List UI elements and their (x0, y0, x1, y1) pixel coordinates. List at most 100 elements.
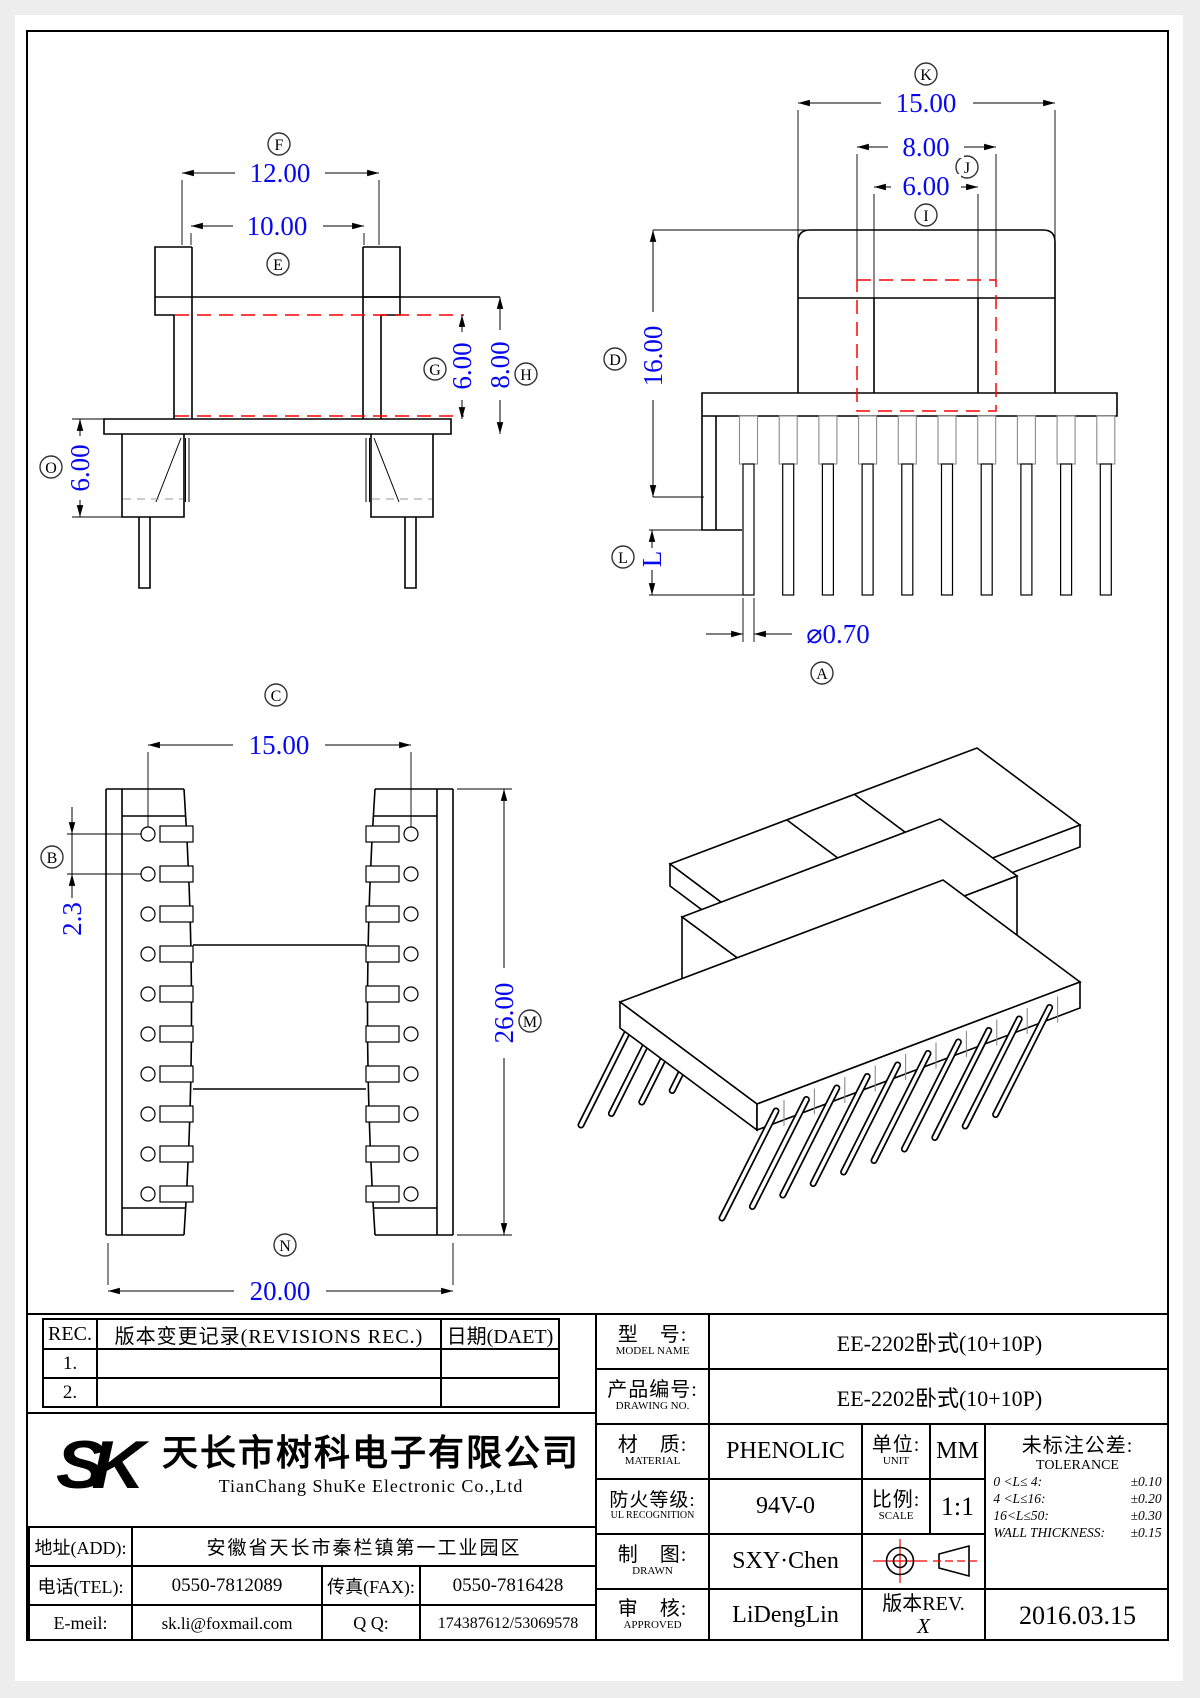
company-top-rule (28, 1412, 597, 1414)
callout-A (810, 661, 834, 685)
dim-side-core-width: 8.00 (902, 132, 949, 162)
iso-pins-front-row (718, 1004, 1054, 1222)
fax-value: 0550-7816428 (419, 1565, 597, 1606)
callout-L (611, 545, 635, 569)
tolerance-line: 0 <L≤ 4:±0.10 (993, 1474, 1162, 1489)
side-pin-row (738, 415, 1116, 596)
tel-value: 0550-7812089 (131, 1565, 323, 1606)
callout-B (40, 845, 64, 869)
drawing-no-value: EE-2202卧式(10+10P) (708, 1368, 1167, 1425)
plan-pin-holes (140, 825, 419, 1203)
callout-J (955, 155, 979, 179)
scale-label: 比例: SCALE (861, 1478, 931, 1535)
revision-row-1-date (440, 1348, 560, 1379)
tolerance-line: 16<L≤50:±0.30 (993, 1507, 1162, 1523)
qq-label: Q Q: (321, 1604, 421, 1639)
drawing-no-label: 产品编号: DRAWING NO. (595, 1368, 710, 1425)
fire-rating-value: 94V-0 (708, 1478, 863, 1535)
svg-text:N: N (279, 1238, 291, 1255)
fire-rating-label: 防火等级: UL RECOGNITION (595, 1478, 710, 1535)
tolerance-line: 4 <L≤16:±0.20 (993, 1490, 1162, 1506)
tolerance-title-en: TOLERANCE (1036, 1458, 1119, 1473)
svg-text:K: K (920, 67, 932, 84)
svg-text:H: H (520, 367, 532, 384)
svg-text:J: J (964, 160, 970, 177)
core-hidden-outline (856, 279, 997, 412)
callout-C (264, 683, 288, 707)
company-name-cn: 天长市树科电子有限公司 (161, 1433, 580, 1473)
scale-value: 1:1 (929, 1478, 986, 1535)
drawing-views: .g{stroke:#000;stroke-width:1.6;fill:non… (39, 62, 1118, 1306)
revision-col-rec: REC. (42, 1318, 98, 1350)
plan-view-body (105, 788, 454, 1236)
side-view-body (701, 229, 1118, 531)
material-label: 材 质: MATERIAL (595, 1423, 710, 1480)
revision-row-1-no: 1. (42, 1348, 98, 1379)
plan-view: C 15.00 B (40, 683, 542, 1306)
dim-side-height: 16.00 (638, 326, 668, 387)
side-view: K 15.00 J 8.00 I 6.00 (603, 62, 1118, 685)
callout-I (914, 203, 938, 227)
callout-M (518, 1009, 542, 1033)
svg-text:E: E (273, 257, 283, 274)
svg-text:M: M (523, 1014, 537, 1031)
revision-value: X (917, 1613, 930, 1638)
callout-D (603, 347, 627, 371)
fax-label: 传真(FAX): (321, 1565, 421, 1606)
date-value: 2016.03.15 (984, 1588, 1167, 1639)
svg-text:I: I (923, 208, 928, 225)
drawing-frame: .g{stroke:#000;stroke-width:1.6;fill:non… (26, 30, 1169, 1641)
dim-front-flange-height: 8.00 (485, 341, 515, 388)
svg-text:L: L (618, 550, 628, 567)
svg-text:F: F (275, 137, 284, 154)
svg-text:C: C (271, 688, 282, 705)
address-value: 安徽省天长市秦栏镇第一工业园区 (131, 1526, 597, 1567)
revision-col-desc: 版本变更记录(REVISIONS REC.) (96, 1318, 442, 1350)
tolerance-line: WALL THICKNESS:±0.15 (993, 1524, 1162, 1540)
iso-bodies (618, 747, 1082, 1132)
dim-side-body-width: 15.00 (896, 88, 957, 118)
qq-value: 174387612/53069578 (419, 1604, 597, 1639)
unit-value: MM (929, 1423, 986, 1480)
dim-plan-pin-pitch: 2.3 (57, 902, 87, 936)
isometric-view (577, 747, 1082, 1222)
tolerance-title-cn: 未标注公差: (1021, 1435, 1134, 1457)
callout-N (273, 1233, 297, 1257)
dim-plan-pin-span: 15.00 (249, 730, 310, 760)
svg-text:O: O (45, 460, 57, 477)
address-label: 地址(ADD): (28, 1526, 133, 1567)
model-value: EE-2202卧式(10+10P) (708, 1313, 1167, 1370)
dim-front-core-height: 6.00 (447, 342, 477, 389)
callout-F (267, 132, 291, 156)
dim-front-inner-width: 10.00 (247, 211, 308, 241)
company-banner: SK 天长市树科电子有限公司 TianChang ShuKe Electroni… (28, 1414, 595, 1526)
revision-row-2-desc (96, 1377, 442, 1408)
revision-row-2-no: 2. (42, 1377, 98, 1408)
approved-value: LiDengLin (708, 1588, 863, 1639)
callout-K (914, 62, 938, 86)
dim-front-base-height: 6.00 (65, 444, 95, 491)
material-value: PHENOLIC (708, 1423, 863, 1480)
svg-text:D: D (609, 352, 621, 369)
projection-symbol-cell (861, 1533, 986, 1590)
svg-text:A: A (816, 666, 828, 683)
dim-side-pin-diameter: ⌀0.70 (806, 619, 870, 649)
dim-plan-width: 20.00 (250, 1276, 311, 1306)
company-logo: SK (56, 1426, 145, 1503)
model-label: 型 号: MODEL NAME (595, 1313, 710, 1370)
unit-label: 单位: UNIT (861, 1423, 931, 1480)
iso-seat-combs (783, 996, 1059, 1126)
drawn-label: 制 图: DRAWN (595, 1533, 710, 1590)
email-label: E-meil: (28, 1604, 133, 1639)
front-view: F 12.00 10.00 E (39, 132, 538, 589)
svg-text:G: G (429, 362, 441, 379)
callout-O (39, 455, 63, 479)
drawn-value: SXY·Chen (708, 1533, 863, 1590)
callout-H (514, 362, 538, 386)
revision-row-1-desc (96, 1348, 442, 1379)
tolerance-box: 未标注公差: TOLERANCE 0 <L≤ 4:±0.10 4 <L≤16:±… (984, 1423, 1167, 1590)
front-view-details (155, 437, 400, 503)
revision-col-date: 日期(DAET) (440, 1318, 560, 1350)
revision-row-2-date (440, 1377, 560, 1408)
